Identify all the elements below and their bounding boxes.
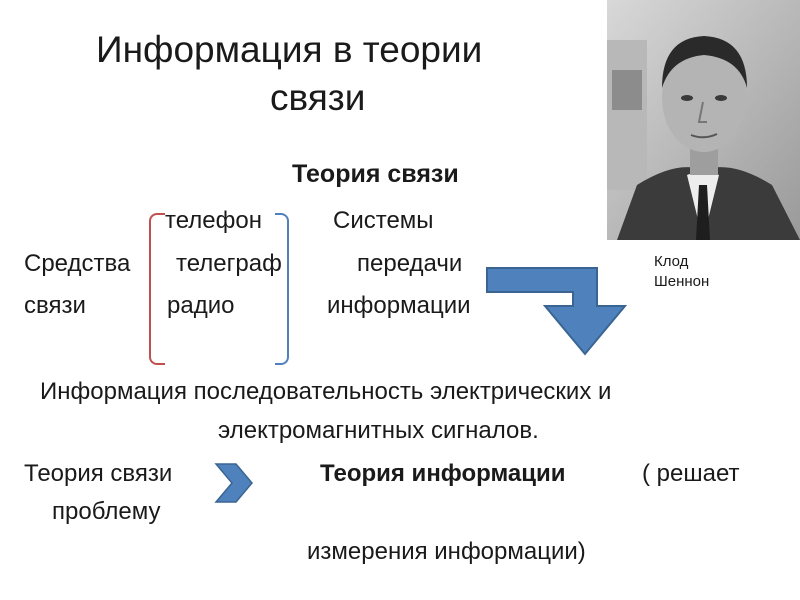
elbow-arrow-icon (486, 267, 628, 356)
means-item-telegraph: телеграф (176, 250, 282, 277)
portrait-caption-line1: Клод (654, 253, 689, 270)
means-label-word1: Средства (24, 250, 131, 277)
right-brace (275, 213, 289, 365)
systems-line3: информации (327, 292, 471, 319)
section-heading: Теория связи (292, 160, 459, 188)
portrait-caption-line2: Шеннон (654, 273, 710, 290)
left-brace (149, 213, 165, 365)
bottom-line3: измерения информации) (307, 538, 586, 565)
systems-line1: Системы (333, 207, 434, 234)
bottom-line2: проблему (52, 498, 161, 525)
theory-information-paren: ( решает (642, 460, 740, 487)
means-item-telephone: телефон (165, 207, 262, 234)
means-item-radio: радио (167, 292, 235, 319)
slide-title-line1: Информация в теории (96, 29, 483, 70)
theory-information-label: Теория информации (320, 460, 566, 487)
definition-line2: электромагнитных сигналов. (218, 417, 539, 444)
portrait-photo (607, 0, 800, 240)
theory-communication-label: Теория связи (24, 460, 173, 487)
slide-title-line2: связи (270, 77, 366, 118)
chevron-right-icon (214, 463, 253, 503)
definition-line1: Информация последовательность электричес… (40, 378, 612, 405)
systems-line2: передачи (357, 250, 463, 277)
means-label-word2: связи (24, 292, 86, 319)
